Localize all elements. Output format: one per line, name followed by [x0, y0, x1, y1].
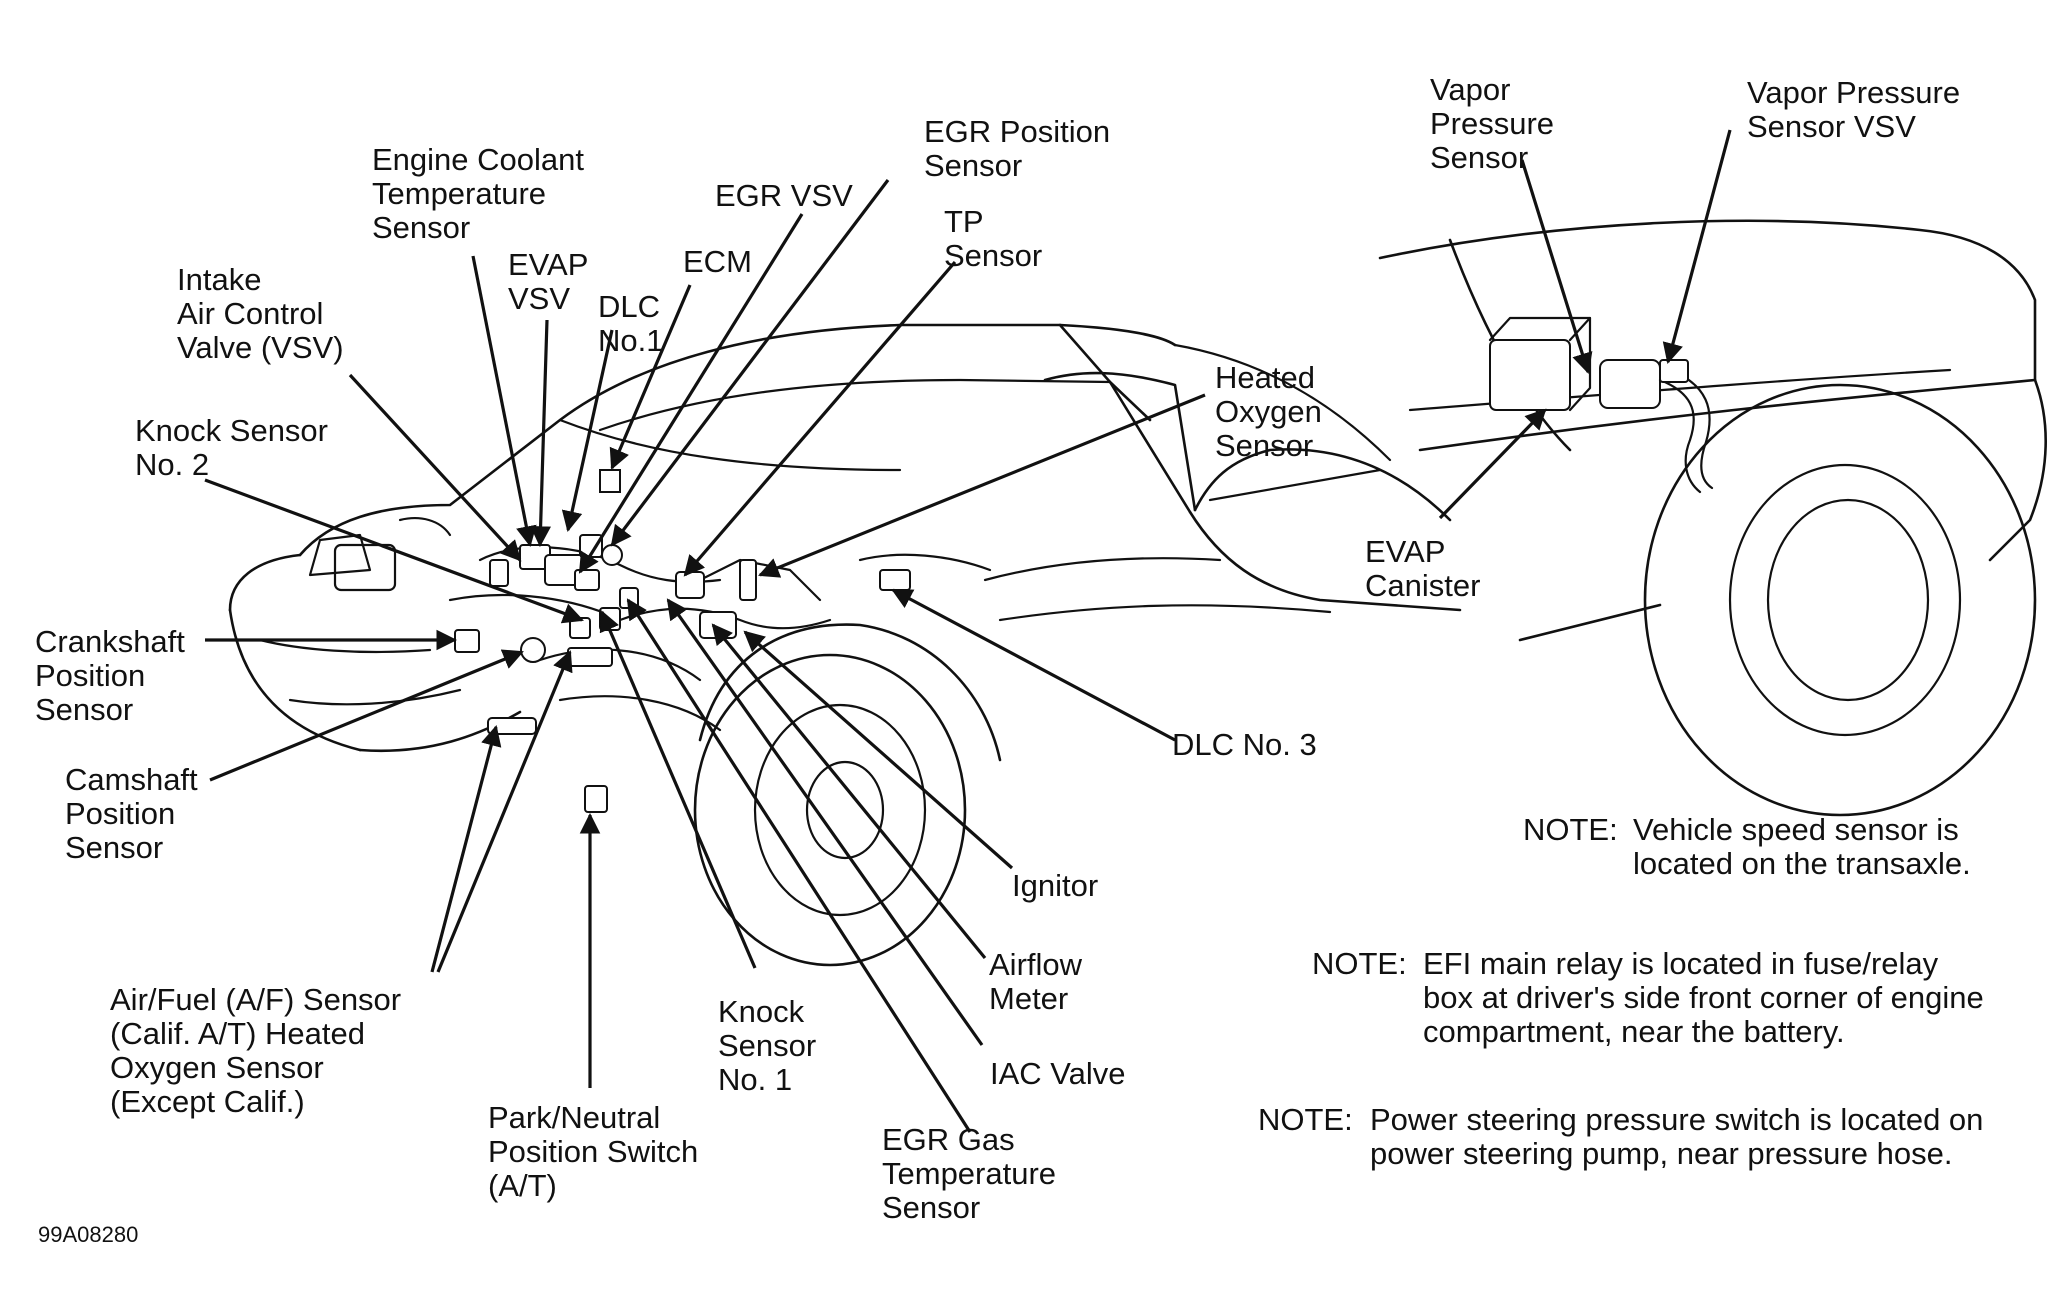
label-egr-vsv: EGR VSV [715, 178, 853, 213]
label-iac-valve: IAC Valve [990, 1056, 1126, 1091]
figure-code: 99A08280 [38, 1222, 138, 1247]
label-ecm: ECM [683, 244, 752, 279]
note-efi-main-relay: NOTE:EFI main relay is located in fuse/r… [1312, 946, 1984, 1049]
label-dlc-no3: DLC No. 3 [1172, 727, 1317, 762]
label-ignitor: Ignitor [1012, 868, 1098, 903]
note-power-steering-pressure-switch: NOTE:Power steering pressure switch is l… [1258, 1102, 1983, 1171]
evap-inset-illustration [1378, 219, 2047, 817]
label-af-sensor: Air/Fuel (A/F) Sensor(Calif. A/T) Heated… [110, 982, 401, 1119]
leader-lines [204, 129, 1732, 1133]
